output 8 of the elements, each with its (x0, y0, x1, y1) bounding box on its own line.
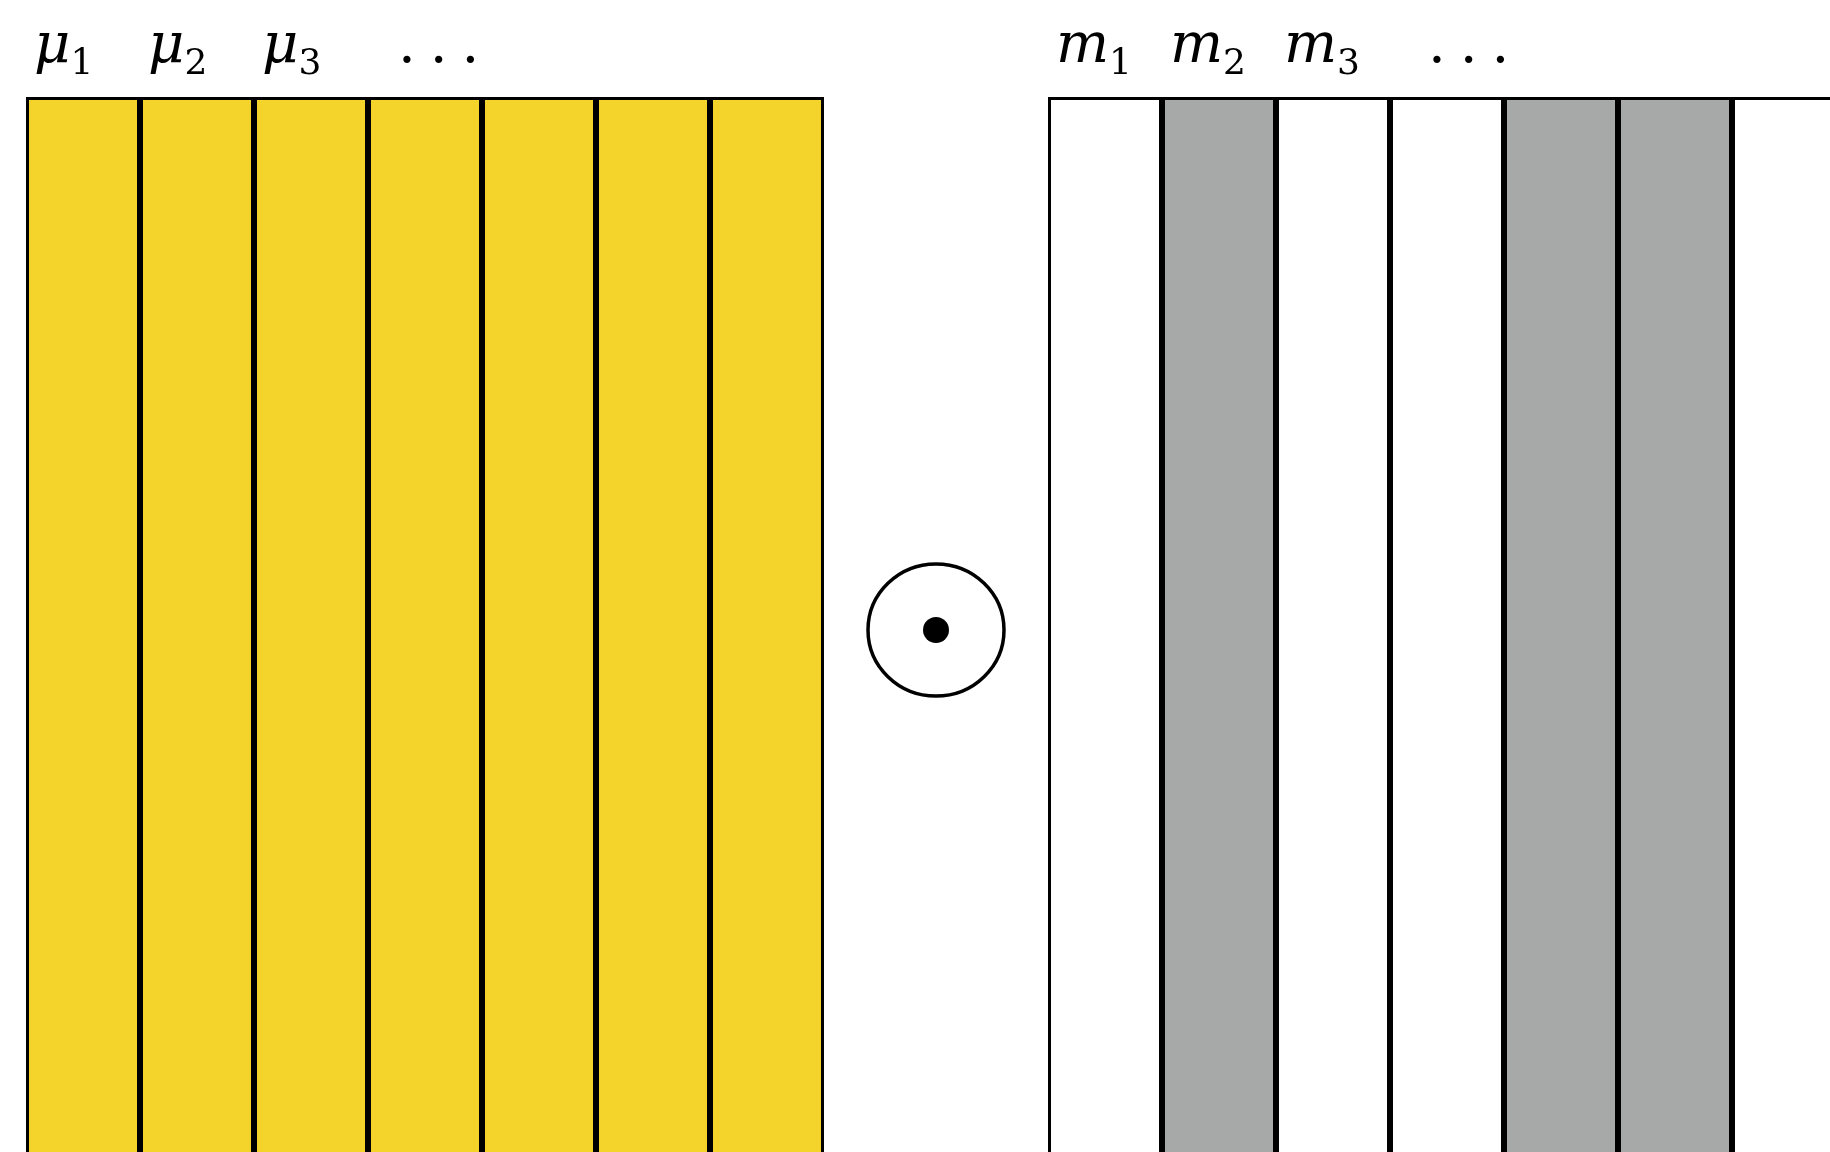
column-label: m$_{1}$ (1055, 9, 1133, 84)
ellipsis-label: ... (398, 9, 494, 77)
column-label: μ$_{1}$ (33, 9, 95, 84)
column-label: m$_{3}$ (1283, 9, 1361, 84)
ellipsis-label: ... (1428, 9, 1524, 77)
column-label: μ$_{2}$ (147, 9, 209, 84)
column-label: μ$_{3}$ (261, 9, 323, 84)
column-label: m$_{2}$ (1169, 9, 1247, 84)
